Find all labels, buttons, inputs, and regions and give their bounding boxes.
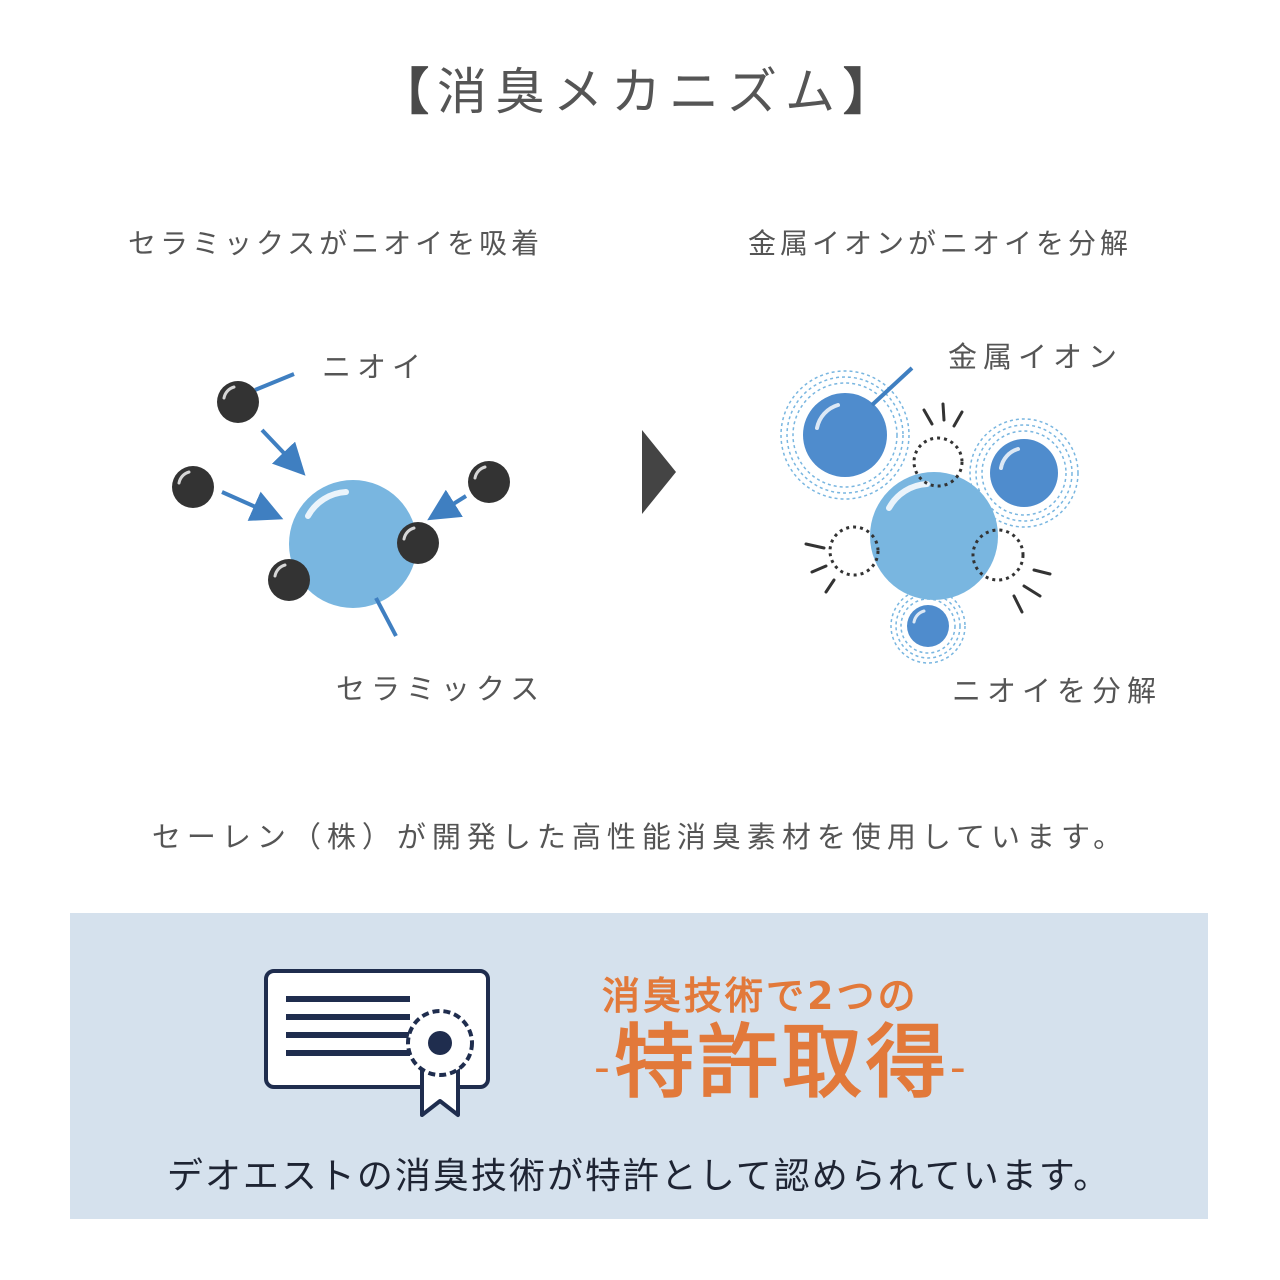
smell-molecule bbox=[468, 461, 510, 503]
metal-ion bbox=[907, 605, 949, 647]
smell-molecule bbox=[268, 559, 310, 601]
ceramic-pointer-line bbox=[376, 598, 396, 636]
smell-molecule bbox=[217, 381, 259, 423]
patent-panel: 消臭技術で2つの -特許取得- デオエストの消臭技術が特許として認められています… bbox=[70, 913, 1208, 1219]
smell-pointer-line bbox=[255, 374, 294, 390]
ceramics-label: セラミックス bbox=[336, 666, 545, 708]
decomposition-diagram bbox=[781, 368, 1078, 663]
adsorption-diagram bbox=[172, 374, 510, 636]
smell-molecule bbox=[397, 522, 439, 564]
dash-left: - bbox=[594, 1042, 614, 1093]
arrow-left bbox=[222, 492, 276, 516]
arrow-top bbox=[262, 430, 300, 470]
transition-arrow-icon bbox=[642, 430, 676, 514]
decompose-label: ニオイを分解 bbox=[952, 668, 1162, 710]
metal-ion bbox=[803, 393, 887, 477]
patent-subtitle: 消臭技術で2つの bbox=[602, 965, 918, 1020]
smell-molecule bbox=[172, 466, 214, 508]
certificate-icon bbox=[260, 965, 560, 1125]
dash-right: - bbox=[950, 1042, 970, 1093]
arrow-right bbox=[434, 496, 466, 516]
ceramic-sphere bbox=[870, 472, 998, 600]
metal-ion bbox=[990, 439, 1058, 507]
patent-title: -特許取得- bbox=[594, 1023, 970, 1103]
patent-main-text: 特許取得 bbox=[614, 1016, 950, 1109]
patent-description: デオエストの消臭技術が特許として認められています。 bbox=[70, 1147, 1208, 1199]
smell-label: ニオイ bbox=[322, 344, 427, 386]
material-description: セーレン（株）が開発した高性能消臭素材を使用しています。 bbox=[0, 814, 1280, 856]
metal-ion-label: 金属イオン bbox=[948, 334, 1123, 376]
